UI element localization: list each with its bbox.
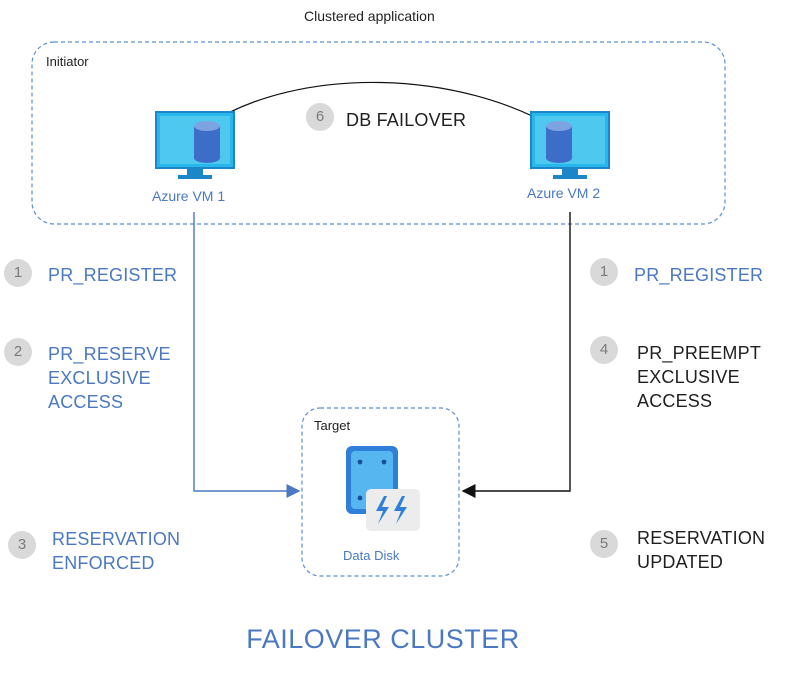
vm2-database-icon xyxy=(546,121,572,163)
vm1-database-icon xyxy=(194,121,220,163)
step-1-right-label: PR_REGISTER xyxy=(634,265,764,285)
vm1-label: Azure VM 1 xyxy=(152,188,226,204)
footer-title: FAILOVER CLUSTER xyxy=(246,624,520,654)
ultra-disk-bolt-icon xyxy=(366,489,420,531)
vm1-to-disk-arrow xyxy=(193,212,301,498)
step-1-right-badge: 1 xyxy=(590,258,618,286)
initiator-label: Initiator xyxy=(46,54,89,69)
step-2-label-line2: EXCLUSIVE xyxy=(48,368,151,388)
db-failover-arrow xyxy=(206,81,560,131)
step-6-label: DB FAILOVER xyxy=(346,110,467,130)
step-2-badge: 2 xyxy=(4,338,32,366)
step-3-label-line1: RESERVATION xyxy=(52,529,181,549)
step-5-badge: 5 xyxy=(590,530,618,558)
step-4-label-line3: ACCESS xyxy=(637,391,713,411)
step-3-badge: 3 xyxy=(8,531,36,559)
step-4-label-line2: EXCLUSIVE xyxy=(637,367,740,387)
vm2-label: Azure VM 2 xyxy=(527,185,601,201)
step-4-badge: 4 xyxy=(590,336,618,364)
step-3-label-line2: ENFORCED xyxy=(52,553,155,573)
step-1-left-badge: 1 xyxy=(4,259,32,287)
target-label: Target xyxy=(314,418,351,433)
step-2-label-line1: PR_RESERVE xyxy=(48,344,171,364)
step-5-label-line2: UPDATED xyxy=(637,552,724,572)
step-2-label-line3: ACCESS xyxy=(48,392,124,412)
cluster-boundary xyxy=(31,41,726,225)
data-disk-label: Data Disk xyxy=(343,548,400,563)
diagram-title: Clustered application xyxy=(304,8,435,24)
step-4-label-line1: PR_PREEMPT xyxy=(637,343,762,363)
vm2-to-disk-arrow xyxy=(461,212,571,498)
step-1-left-label: PR_REGISTER xyxy=(48,265,178,285)
step-6-badge: 6 xyxy=(306,103,334,131)
step-5-label-line1: RESERVATION xyxy=(637,528,766,548)
